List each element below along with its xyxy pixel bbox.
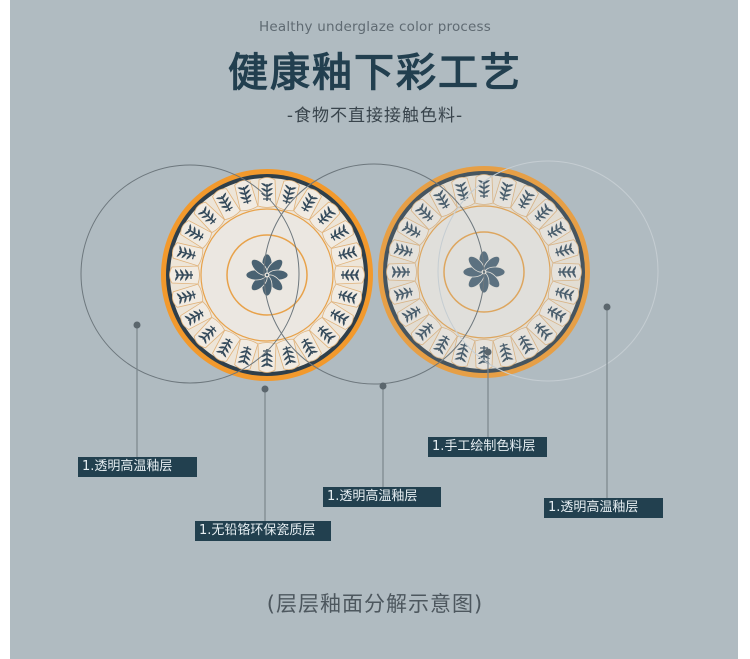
bowl-glazed xyxy=(161,169,373,381)
label-hand-painted-color: 1.手工绘制色料层 xyxy=(428,437,547,457)
label-transparent-glaze-1: 1.透明高温釉层 xyxy=(78,457,197,477)
label-transparent-glaze-2: 1.透明高温釉层 xyxy=(323,487,441,507)
layer-circle-middle xyxy=(263,163,485,385)
tagline: -食物不直接接触色料- xyxy=(286,106,464,126)
label-lead-free-porcelain: 1.无铅铬环保瓷质层 xyxy=(195,521,331,541)
connector-dot-4 xyxy=(484,348,492,356)
label-transparent-glaze-3: 1.透明高温釉层 xyxy=(544,498,663,518)
english-subtitle: Healthy underglaze color process xyxy=(259,19,491,35)
background-panel xyxy=(10,0,738,659)
connector-dot-2 xyxy=(261,385,269,393)
connector-dot-3 xyxy=(379,382,387,390)
diagram-caption: (层层釉面分解示意图) xyxy=(266,592,484,616)
page-title: 健康釉下彩工艺 xyxy=(228,50,522,96)
connector-dot-5 xyxy=(603,303,611,311)
connector-dot-1 xyxy=(133,321,141,329)
layer-circle-right xyxy=(437,160,659,382)
layer-circle-left xyxy=(80,164,300,384)
